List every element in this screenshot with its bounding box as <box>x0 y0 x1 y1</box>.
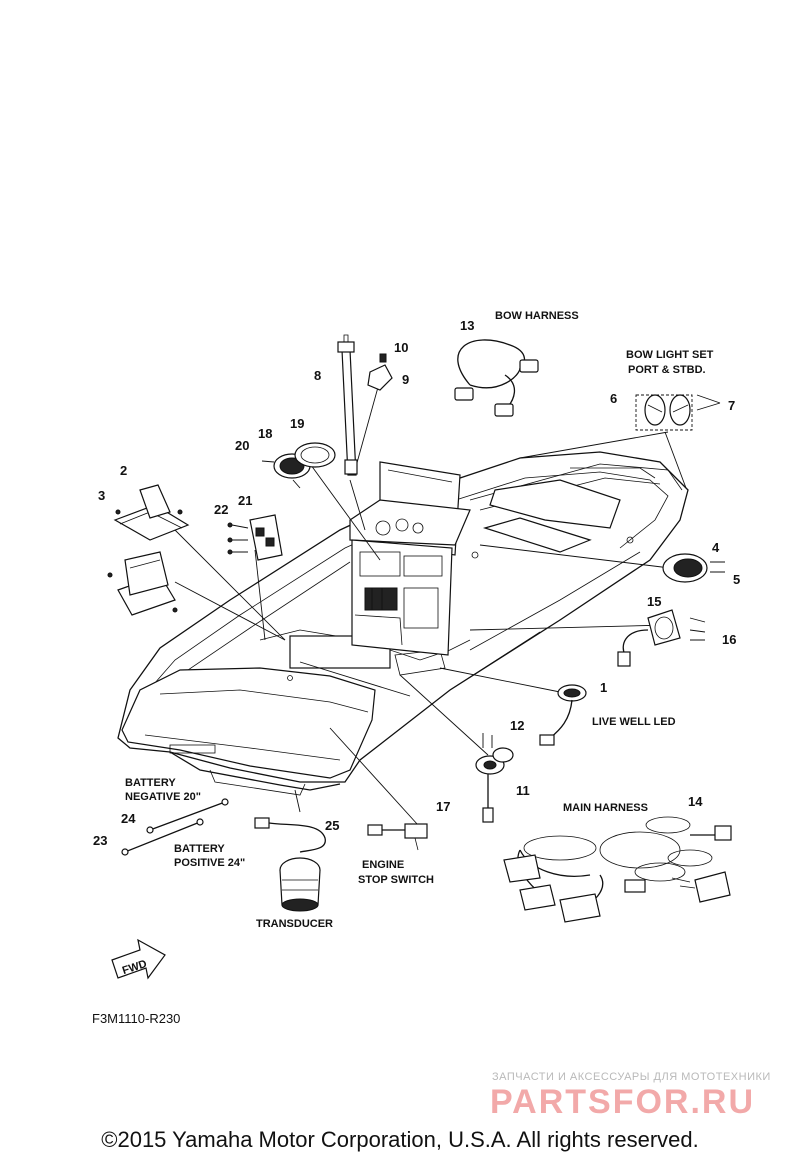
transducer <box>254 817 326 912</box>
callout-6: 6 <box>610 391 617 406</box>
speaker <box>662 553 725 583</box>
caption-engine-stop-2: STOP SWITCH <box>358 874 434 886</box>
callout-12: 12 <box>510 718 524 733</box>
callout-19: 19 <box>290 416 304 431</box>
boat-hull <box>117 451 689 796</box>
callout-14: 14 <box>688 794 703 809</box>
callout-21: 21 <box>238 493 252 508</box>
fwd-arrow: FWD <box>111 938 166 980</box>
caption-battery-positive-1: BATTERY <box>174 843 225 855</box>
main-harness <box>503 816 732 923</box>
callout-18: 18 <box>258 426 272 441</box>
callout-1: 1 <box>600 680 607 695</box>
callout-9: 9 <box>402 372 409 387</box>
switch-panel <box>227 514 283 561</box>
callout-25: 25 <box>325 818 339 833</box>
callout-11: 11 <box>516 783 530 798</box>
caption-port-stbd: PORT & STBD. <box>628 364 706 376</box>
caption-transducer: TRANSDUCER <box>256 918 333 930</box>
callout-8: 8 <box>314 368 321 383</box>
watermark-brand: PARTSFOR.RU <box>490 1083 756 1121</box>
caption-battery-positive-2: POSITIVE 24" <box>174 857 245 869</box>
engine-stop-switch <box>367 823 428 851</box>
antenna-mast <box>337 334 358 476</box>
caption-live-well-led: LIVE WELL LED <box>592 716 676 728</box>
battery-cables <box>121 798 229 856</box>
bow-harness <box>454 339 539 417</box>
callout-17: 17 <box>436 799 450 814</box>
caption-main-harness: MAIN HARNESS <box>563 802 648 814</box>
callout-7: 7 <box>728 398 735 413</box>
callout-16: 16 <box>722 632 736 647</box>
callout-2: 2 <box>120 463 127 478</box>
mast-base <box>367 353 393 391</box>
callout-24: 24 <box>121 811 136 826</box>
battery-trays <box>107 484 190 616</box>
diagram-reference-code: F3M1110-R230 <box>92 1011 181 1026</box>
drain-fitting <box>475 733 514 823</box>
caption-bow-harness: BOW HARNESS <box>495 310 579 322</box>
bow-light-set <box>635 394 721 431</box>
callout-23: 23 <box>93 833 107 848</box>
center-console <box>349 461 471 656</box>
callout-15: 15 <box>647 594 661 609</box>
accessory-light <box>617 609 706 667</box>
callout-4: 4 <box>712 540 720 555</box>
caption-battery-negative-1: BATTERY <box>125 777 176 789</box>
watermark-tagline: ЗАПЧАСТИ И АКСЕССУАРЫ ДЛЯ МОТОТЕХНИКИ <box>492 1071 771 1083</box>
leader-lines <box>164 379 687 826</box>
callout-10: 10 <box>394 340 408 355</box>
live-well-led <box>539 684 587 746</box>
caption-bow-light-set: BOW LIGHT SET <box>626 349 714 361</box>
callout-20: 20 <box>235 438 249 453</box>
caption-battery-negative-2: NEGATIVE 20" <box>125 791 201 803</box>
callout-3: 3 <box>98 488 105 503</box>
copyright-footer: ©2015 Yamaha Motor Corporation, U.S.A. A… <box>101 1127 699 1152</box>
access-cover <box>261 442 336 489</box>
callout-5: 5 <box>733 572 740 587</box>
callout-13: 13 <box>460 318 474 333</box>
callout-22: 22 <box>214 502 228 517</box>
caption-engine-stop-1: ENGINE <box>362 859 404 871</box>
